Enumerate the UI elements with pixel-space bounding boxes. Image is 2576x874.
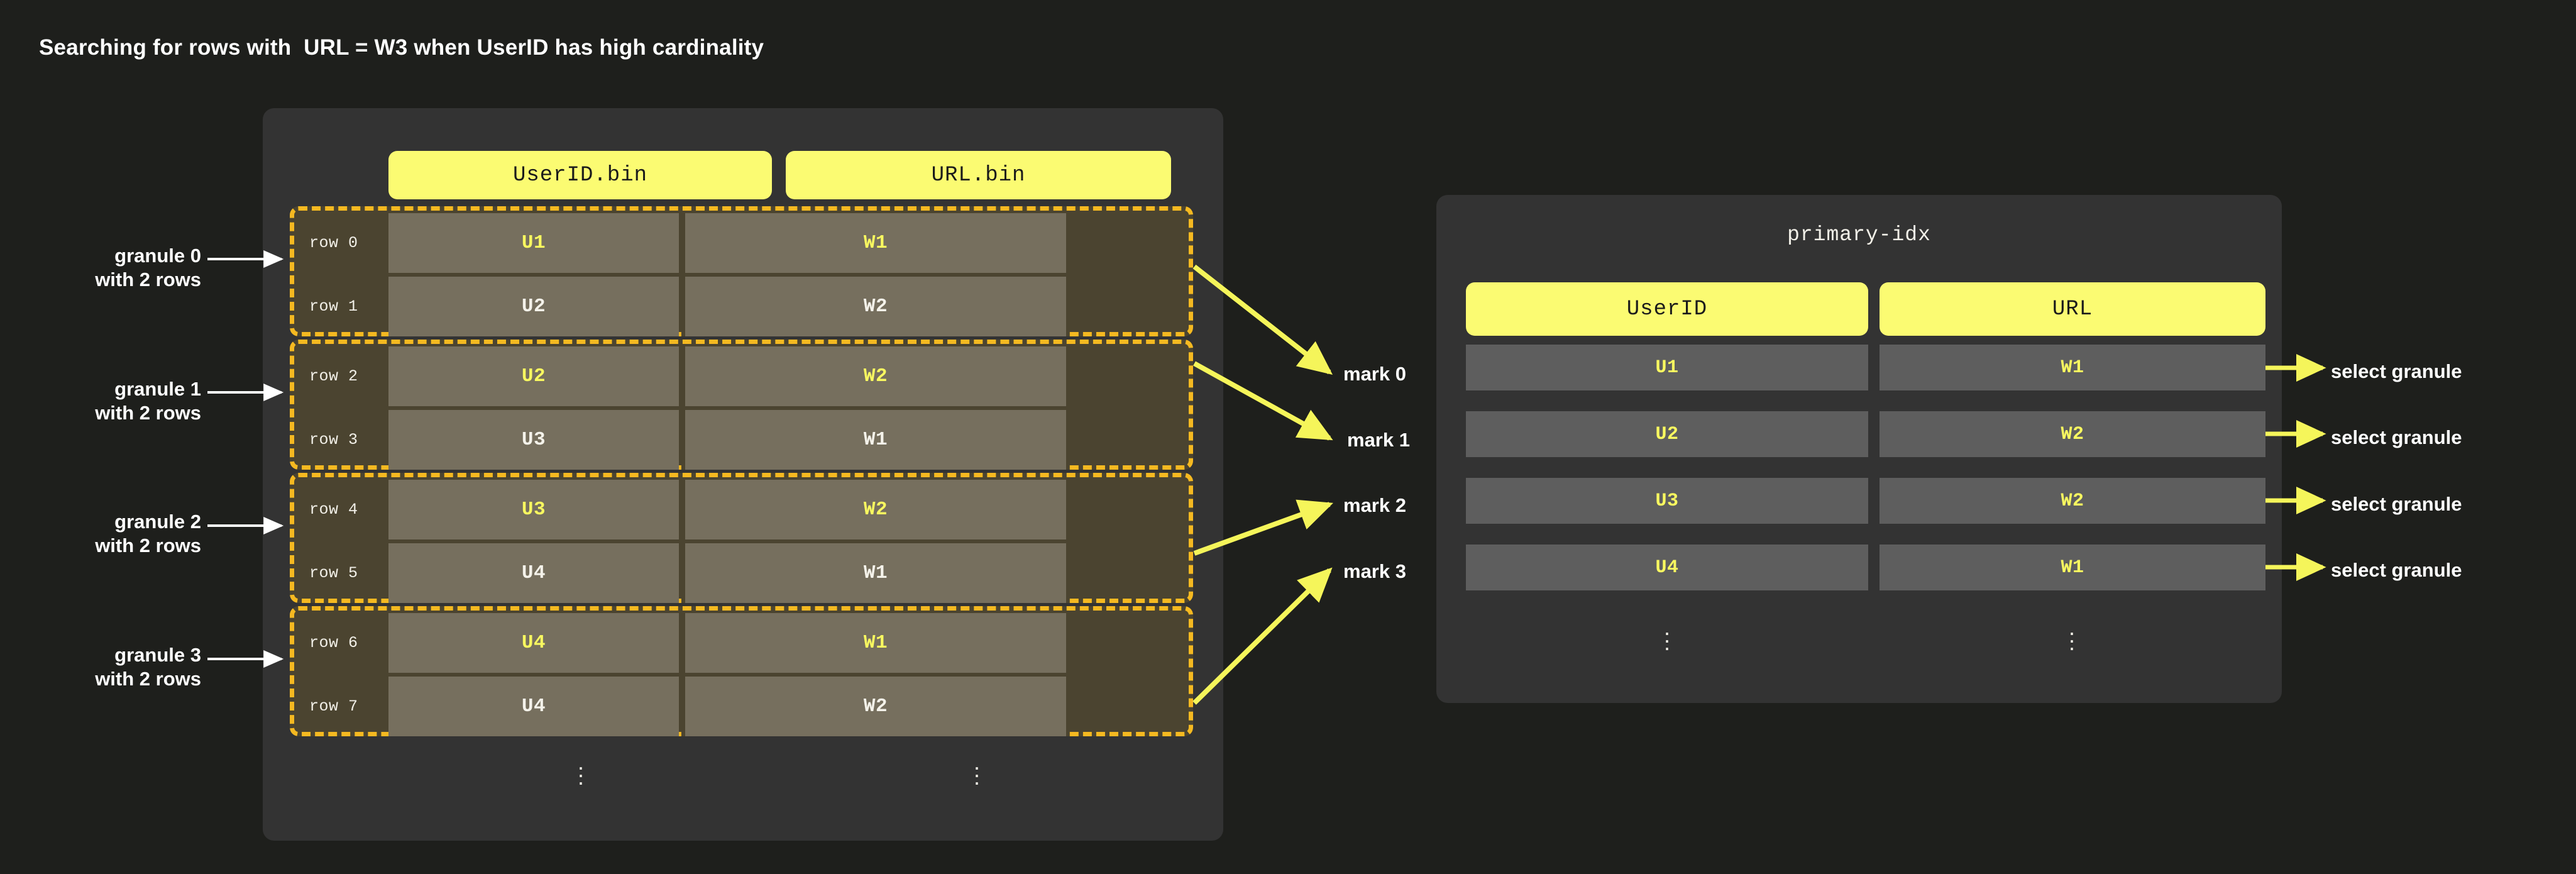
select-granule-label-1: select granule bbox=[2331, 426, 2462, 448]
mark-label-2: mark 2 bbox=[1343, 494, 1406, 516]
dot: . bbox=[1663, 629, 1670, 655]
granule-box-0[interactable]: row 0 U1 W1 row 1 U2 W2 bbox=[290, 206, 1193, 336]
primary-index-title: primary-idx bbox=[1787, 223, 1931, 246]
cell-userid: U2 bbox=[388, 277, 679, 336]
mark-label-3: mark 3 bbox=[1343, 560, 1406, 582]
granule-annotation-line: with 2 rows bbox=[95, 401, 201, 424]
cell-userid: U2 bbox=[388, 346, 679, 406]
index-cell-userid: U3 bbox=[1466, 478, 1868, 524]
dot: . bbox=[2068, 614, 2075, 640]
ellipsis-userid-bin: . . . bbox=[549, 749, 612, 790]
table-row: row 3 U3 W1 bbox=[294, 410, 1189, 470]
index-column-header-userid: UserID bbox=[1466, 282, 1868, 336]
cell-userid: U4 bbox=[388, 543, 679, 603]
dot: . bbox=[1663, 614, 1670, 640]
cell-userid: U4 bbox=[388, 613, 679, 673]
cell-url: W2 bbox=[685, 677, 1066, 736]
select-granule-label-0: select granule bbox=[2331, 360, 2462, 382]
ellipsis-index-userid: . . . bbox=[1636, 614, 1698, 655]
row-label: row 2 bbox=[309, 367, 358, 385]
index-cell-userid: U2 bbox=[1466, 411, 1868, 457]
row-label: row 0 bbox=[309, 234, 358, 252]
ellipsis-url-bin: . . . bbox=[945, 749, 1008, 790]
index-column-header-url: URL bbox=[1880, 282, 2265, 336]
select-granule-label-3: select granule bbox=[2331, 559, 2462, 581]
granule-annotation-line: granule 3 bbox=[114, 644, 201, 666]
table-row: row 7 U4 W2 bbox=[294, 677, 1189, 736]
cell-url: W1 bbox=[685, 543, 1066, 603]
dot: . bbox=[577, 764, 584, 790]
cell-userid: U1 bbox=[388, 213, 679, 273]
granule-annotation-3: granule 3 with 2 rows bbox=[25, 643, 201, 691]
column-header-userid-bin: UserID.bin bbox=[388, 151, 772, 199]
granule-annotation-line: granule 1 bbox=[114, 378, 201, 400]
table-row: row 4 U3 W2 bbox=[294, 480, 1189, 539]
table-row: row 2 U2 W2 bbox=[294, 346, 1189, 406]
ellipsis-index-url: . . . bbox=[2040, 614, 2103, 655]
granule-box-1[interactable]: row 2 U2 W2 row 3 U3 W1 bbox=[290, 340, 1193, 470]
dot: . bbox=[973, 764, 980, 790]
mark-label-1: mark 1 bbox=[1347, 429, 1410, 451]
cell-url: W1 bbox=[685, 213, 1066, 273]
dot: . bbox=[2068, 622, 2075, 648]
dot: . bbox=[577, 756, 584, 782]
dot: . bbox=[2068, 629, 2075, 655]
dot: . bbox=[1663, 622, 1670, 648]
cell-url: W2 bbox=[685, 480, 1066, 539]
table-row: row 1 U2 W2 bbox=[294, 277, 1189, 336]
granule-annotation-line: with 2 rows bbox=[95, 534, 201, 556]
table-row: row 0 U1 W1 bbox=[294, 213, 1189, 273]
granule-annotation-1: granule 1 with 2 rows bbox=[25, 377, 201, 425]
row-label: row 3 bbox=[309, 431, 358, 449]
cell-userid: U3 bbox=[388, 410, 679, 470]
row-label: row 5 bbox=[309, 564, 358, 582]
row-label: row 1 bbox=[309, 297, 358, 316]
dot: . bbox=[577, 749, 584, 775]
select-granule-label-2: select granule bbox=[2331, 493, 2462, 515]
row-label: row 7 bbox=[309, 697, 358, 716]
cell-url: W1 bbox=[685, 410, 1066, 470]
index-cell-userid: U1 bbox=[1466, 345, 1868, 390]
column-header-url-bin: URL.bin bbox=[786, 151, 1171, 199]
cell-userid: U4 bbox=[388, 677, 679, 736]
index-cell-url: W2 bbox=[1880, 411, 2265, 457]
granule-annotation-line: with 2 rows bbox=[95, 268, 201, 290]
mark-label-0: mark 0 bbox=[1343, 363, 1406, 385]
table-row: row 5 U4 W1 bbox=[294, 543, 1189, 603]
index-cell-url: W1 bbox=[1880, 545, 2265, 590]
cell-url: W2 bbox=[685, 346, 1066, 406]
granule-box-3[interactable]: row 6 U4 W1 row 7 U4 W2 bbox=[290, 606, 1193, 736]
cell-url: W2 bbox=[685, 277, 1066, 336]
granule-annotation-0: granule 0 with 2 rows bbox=[25, 244, 201, 292]
cell-userid: U3 bbox=[388, 480, 679, 539]
granule-annotation-2: granule 2 with 2 rows bbox=[25, 510, 201, 558]
index-cell-url: W1 bbox=[1880, 345, 2265, 390]
index-cell-userid: U4 bbox=[1466, 545, 1868, 590]
index-cell-url: W2 bbox=[1880, 478, 2265, 524]
granule-annotation-line: granule 2 bbox=[114, 511, 201, 533]
row-label: row 4 bbox=[309, 501, 358, 519]
granule-annotation-line: with 2 rows bbox=[95, 667, 201, 690]
granule-annotation-line: granule 0 bbox=[114, 245, 201, 267]
page-title: Searching for rows with URL = W3 when Us… bbox=[39, 35, 764, 60]
table-row: row 6 U4 W1 bbox=[294, 613, 1189, 673]
row-label: row 6 bbox=[309, 634, 358, 652]
dot: . bbox=[973, 756, 980, 782]
granule-box-2[interactable]: row 4 U3 W2 row 5 U4 W1 bbox=[290, 473, 1193, 603]
cell-url: W1 bbox=[685, 613, 1066, 673]
dot: . bbox=[973, 749, 980, 775]
